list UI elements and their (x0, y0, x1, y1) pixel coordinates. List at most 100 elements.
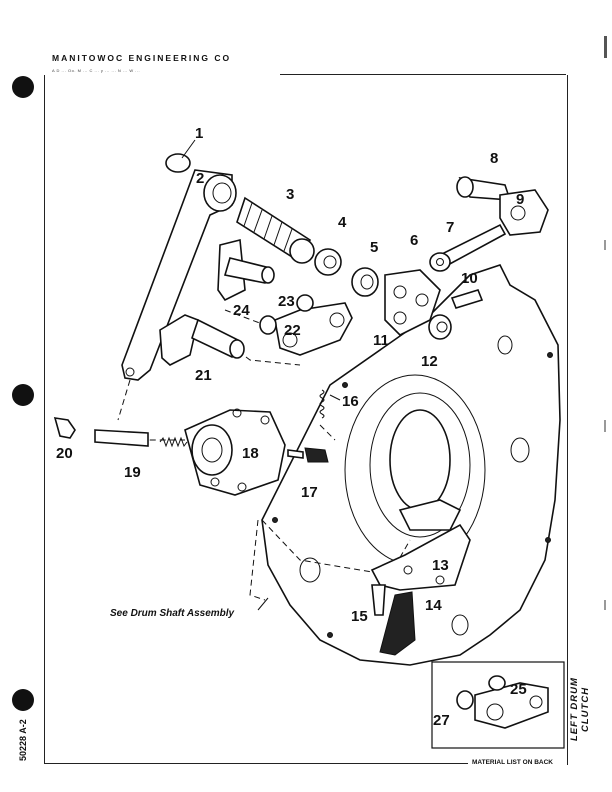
plate-bolt (272, 517, 278, 523)
part-3-shaft-end (289, 238, 315, 264)
label-part-14: 14 (425, 597, 442, 614)
part-14-shoe (379, 591, 416, 656)
label-part-22: 22 (284, 322, 301, 339)
part-7-rod-eye-hole (436, 258, 444, 266)
bracket-hole (435, 575, 445, 585)
label-part-13: 13 (432, 557, 449, 574)
bracket-hole (403, 565, 413, 575)
spline (263, 215, 273, 240)
housing-bolt (210, 477, 220, 487)
leader-line (329, 394, 341, 401)
label-part-12: 12 (421, 353, 438, 370)
plate-hole (299, 557, 321, 583)
part-2-lever-bore (212, 182, 232, 204)
plate-hole (510, 437, 530, 463)
label-part-21: 21 (195, 367, 212, 384)
bottom-border (44, 763, 468, 764)
leader-line (181, 139, 196, 159)
material-note: MATERIAL LIST ON BACK (472, 759, 554, 766)
spline (253, 209, 263, 233)
part-19-pushrod (94, 429, 149, 447)
part-5-bushing (351, 267, 379, 297)
spline (283, 228, 293, 252)
left-border (44, 75, 45, 763)
label-part-17: 17 (301, 484, 318, 501)
label-part-8: 8 (490, 150, 498, 167)
part-18-housing-bore (191, 424, 233, 476)
part-1-washer (165, 153, 191, 173)
label-part-18: 18 (242, 445, 259, 462)
punch-hole-top (12, 76, 34, 98)
assembly-line (249, 519, 266, 601)
part-20-bolt (53, 417, 76, 439)
label-part-20: 20 (56, 445, 73, 462)
part-4-bushing (314, 248, 342, 276)
spline (273, 221, 283, 246)
part-10-pin (450, 289, 484, 309)
leader-line (257, 597, 269, 611)
part-23-bushing (259, 315, 277, 335)
plate-bolt (342, 382, 348, 388)
right-edge-tick (604, 420, 606, 432)
header-rule (280, 74, 566, 75)
label-part-9: 9 (516, 191, 524, 208)
assembly-line (261, 519, 391, 576)
header-subline: A D ... Oo. M ... C ... y ... ... N ... … (52, 68, 141, 73)
part-5-bushing-bore (360, 274, 374, 290)
part-21-pin-end (229, 339, 245, 359)
label-part-11: 11 (373, 332, 389, 349)
right-edge-tick (604, 240, 606, 250)
part-24-pin-end (261, 266, 275, 284)
housing-bolt (237, 482, 247, 492)
part-16-spring (319, 389, 325, 419)
part-25-block (474, 682, 549, 729)
label-part-19: 19 (124, 464, 141, 481)
label-part-1: 1 (195, 125, 203, 142)
punch-hole-bottom (12, 689, 34, 711)
label-part-3: 3 (286, 186, 294, 203)
part-2-lever-eye (125, 367, 135, 377)
plate-bolt (327, 632, 333, 638)
part-8-pin-end (456, 176, 474, 198)
assembly-line (319, 424, 336, 441)
label-part-10: 10 (461, 270, 478, 287)
part-25-boss (488, 675, 506, 691)
part-2-lever-hub (203, 174, 237, 212)
page-title: MANITOWOC ENGINEERING CO (52, 53, 232, 63)
yoke-hole (415, 293, 429, 307)
crank-hole (282, 332, 298, 348)
label-part-4: 4 (338, 214, 347, 231)
plate-bolt (545, 537, 551, 543)
label-part-6: 6 (410, 232, 418, 249)
plate-bolt (547, 352, 553, 358)
part-25-hole (529, 695, 543, 709)
assembly-line (224, 309, 266, 326)
part-21-pin (191, 318, 239, 359)
plate-hole (497, 335, 513, 355)
part-17-bolt (287, 449, 304, 459)
part-12-washer (428, 314, 452, 340)
spline (243, 202, 253, 227)
part-25-hole (486, 703, 504, 721)
part-9-block (499, 189, 549, 236)
plate-hole (451, 614, 469, 636)
part-4-bushing-bore (323, 255, 337, 269)
label-part-2: 2 (196, 170, 204, 187)
label-part-23: 23 (278, 293, 295, 310)
crank-hole (329, 312, 345, 328)
part-7-rod-eye (429, 252, 451, 272)
punch-hole-middle (12, 384, 34, 406)
housing-bolt (260, 415, 270, 425)
drum-shaft-caption: See Drum Shaft Assembly (110, 608, 235, 619)
label-part-7: 7 (446, 219, 454, 236)
yoke-hole (393, 285, 407, 299)
yoke-hole (393, 311, 407, 325)
right-edge-bar (604, 36, 607, 58)
part-15-bracket (371, 584, 386, 616)
label-part-5: 5 (370, 239, 378, 256)
assembly-line (99, 434, 185, 441)
part-23-bushing (296, 294, 314, 312)
label-part-27: 27 (433, 712, 450, 729)
assembly-line (229, 344, 301, 366)
